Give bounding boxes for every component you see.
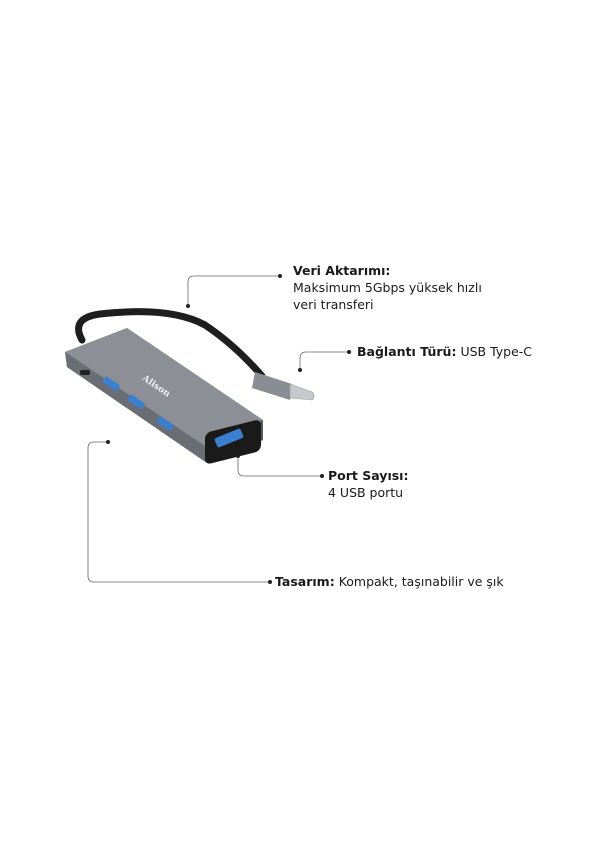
callout-line-baglanti	[299, 351, 349, 370]
callout-title: Tasarım:	[275, 574, 335, 589]
usb-c-connector	[252, 372, 315, 401]
callout-port-sayisi: Port Sayısı: 4 USB portu	[328, 467, 408, 501]
callout-baglanti-turu: Bağlantı Türü: USB Type-C	[357, 343, 532, 360]
callout-line-tasarim	[87, 441, 270, 583]
callout-text: Maksimum 5Gbps yüksek hızlı	[293, 280, 482, 295]
callout-text: 4 USB portu	[328, 485, 404, 500]
hub-body: Alison	[65, 328, 263, 464]
callout-title: Port Sayısı:	[328, 468, 409, 483]
cable	[75, 308, 266, 380]
callout-line-veri	[187, 275, 280, 306]
callout-text: USB Type-C	[460, 344, 533, 359]
callout-text: Kompakt, taşınabilir ve şık	[338, 574, 504, 589]
callout-title: Bağlantı Türü:	[357, 344, 457, 359]
callout-veri-aktarimi: Veri Aktarımı: Maksimum 5Gbps yüksek hız…	[293, 262, 482, 313]
callout-title: Veri Aktarımı:	[293, 263, 391, 278]
callout-tasarim: Tasarım: Kompakt, taşınabilir ve şık	[275, 573, 504, 590]
callout-text: veri transferi	[293, 297, 374, 312]
callout-lines	[87, 275, 349, 583]
callout-line-port	[237, 456, 322, 477]
